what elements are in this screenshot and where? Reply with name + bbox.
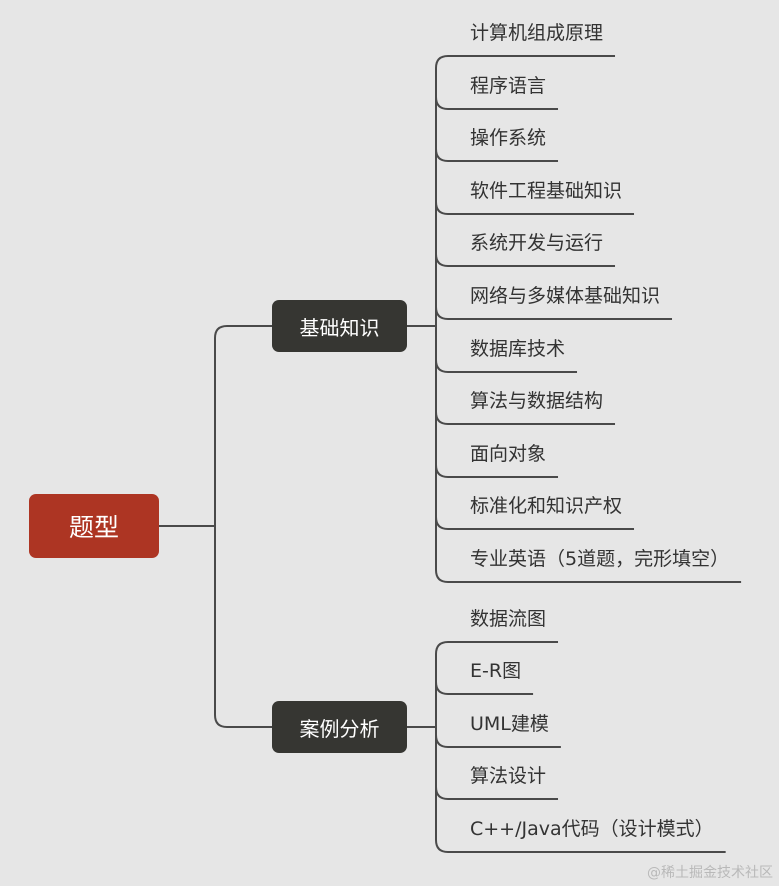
leaf-item[interactable]: 算法设计 xyxy=(470,765,547,787)
leaf-underline xyxy=(435,641,559,655)
branch-node-basics[interactable]: 基础知识 xyxy=(272,300,407,352)
leaf-item[interactable]: 专业英语（5道题，完形填空） xyxy=(470,548,730,570)
leaf-underline xyxy=(435,253,616,267)
leaf-item[interactable]: 网络与多媒体基础知识 xyxy=(470,285,661,307)
leaf-item[interactable]: E-R图 xyxy=(470,660,522,682)
watermark: @稀土掘金技术社区 xyxy=(647,865,773,881)
leaf-underline xyxy=(435,55,616,69)
leaf-item[interactable]: 程序语言 xyxy=(470,75,547,97)
leaf-item[interactable]: 面向对象 xyxy=(470,443,547,465)
leaf-underline xyxy=(435,839,726,853)
leaf-item[interactable]: 数据流图 xyxy=(470,608,547,630)
leaf-underline xyxy=(435,411,616,425)
root-node[interactable]: 题型 xyxy=(29,494,159,558)
branch-node-case-analysis[interactable]: 案例分析 xyxy=(272,701,407,753)
leaf-underline xyxy=(435,464,559,478)
leaf-item[interactable]: 标准化和知识产权 xyxy=(470,495,623,517)
leaf-underline xyxy=(435,201,635,215)
leaf-underline xyxy=(435,359,578,373)
leaf-underline xyxy=(435,569,742,583)
leaf-underline xyxy=(435,148,559,162)
leaf-item[interactable]: 计算机组成原理 xyxy=(470,22,604,44)
leaf-item[interactable]: 软件工程基础知识 xyxy=(470,180,623,202)
leaf-underline xyxy=(435,516,635,530)
leaf-underline xyxy=(435,681,534,695)
leaf-item[interactable]: 操作系统 xyxy=(470,127,547,149)
leaf-underline xyxy=(435,786,559,800)
leaf-underline xyxy=(435,96,559,110)
leaf-underline xyxy=(435,734,561,748)
leaf-underline xyxy=(435,306,673,320)
leaf-item[interactable]: 系统开发与运行 xyxy=(470,232,604,254)
branch-connector xyxy=(214,526,272,728)
branch-connector xyxy=(214,325,272,526)
leaf-item[interactable]: 数据库技术 xyxy=(470,338,566,360)
leaf-item[interactable]: UML建模 xyxy=(470,713,549,735)
leaf-item[interactable]: 算法与数据结构 xyxy=(470,390,604,412)
leaf-item[interactable]: C++/Java代码（设计模式） xyxy=(470,818,714,840)
